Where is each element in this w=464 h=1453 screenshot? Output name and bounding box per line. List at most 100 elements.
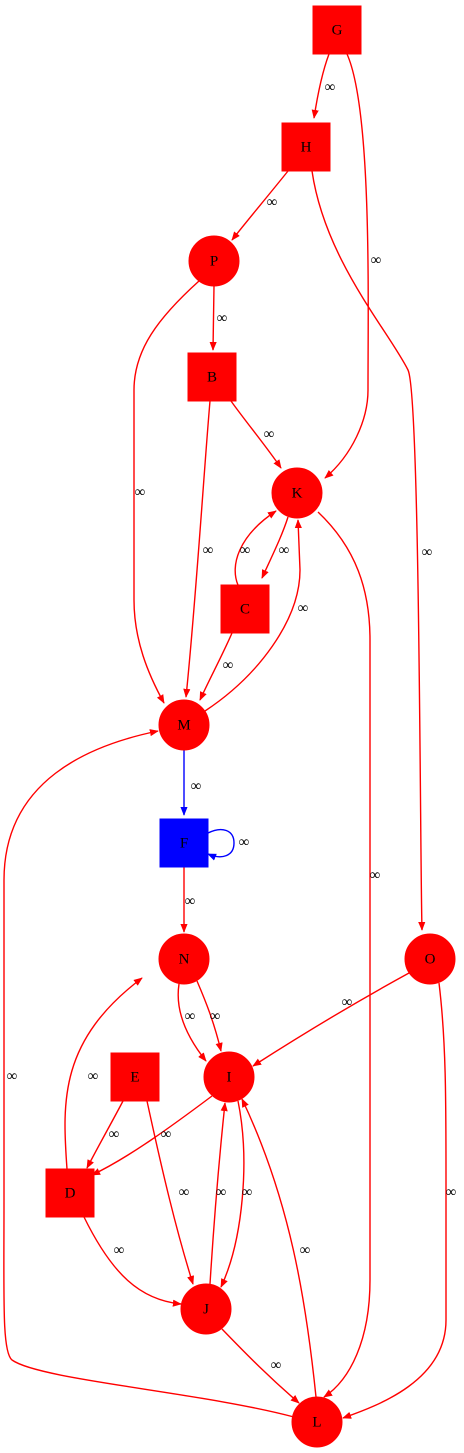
edge-label-b-to-m: ∞ — [203, 542, 214, 558]
node-k-circle — [271, 467, 323, 519]
node-label-c: C — [240, 601, 250, 617]
node-n: N — [158, 933, 210, 985]
edge-h-to-o — [311, 170, 426, 931]
edge-label-n-to-i: ∞ — [210, 1008, 221, 1024]
edge-c-to-k — [234, 510, 277, 586]
node-k: K — [271, 467, 323, 519]
edge-label-j-to-i: ∞ — [216, 1184, 227, 1200]
node-label-k: K — [292, 485, 303, 501]
edge-h-to-p — [231, 170, 289, 241]
node-o: O — [404, 933, 456, 985]
edge-p-to-m — [133, 280, 200, 704]
edge-label-e-to-j: ∞ — [161, 1126, 172, 1142]
edge-k-to-c — [261, 516, 289, 579]
edge-j-to-l — [221, 1328, 300, 1404]
edge-j-to-i — [209, 1102, 228, 1285]
node-f: F — [159, 818, 209, 868]
node-label-e: E — [130, 1069, 139, 1085]
node-p: P — [188, 235, 240, 287]
node-label-b: B — [207, 369, 217, 385]
edge-label-i-to-d: ∞ — [179, 1184, 190, 1200]
edge-m-to-k — [204, 519, 302, 712]
node-label-n: N — [179, 951, 190, 967]
edge-label-d-to-n: ∞ — [88, 1068, 99, 1084]
node-e-box — [110, 1052, 160, 1102]
edge-i-to-d — [91, 1095, 213, 1176]
edge-k-to-l — [317, 511, 371, 1398]
edge-label-c-to-m: ∞ — [223, 657, 234, 673]
edge-o-to-l — [342, 982, 447, 1419]
node-g-box — [312, 5, 362, 55]
node-g: G — [312, 5, 362, 55]
edge-label-l-to-i: ∞ — [300, 1242, 311, 1258]
edge-label-d-to-j: ∞ — [114, 1242, 125, 1258]
node-o-circle — [404, 933, 456, 985]
edge-label-g-to-h: ∞ — [325, 79, 336, 95]
edge-g-to-k — [324, 53, 369, 479]
edge-i-to-j — [220, 1100, 245, 1288]
edge-p-to-b — [209, 285, 217, 351]
edge-label-o-to-l: ∞ — [446, 1184, 457, 1200]
node-n-circle — [158, 933, 210, 985]
node-label-j: J — [203, 1301, 209, 1317]
edge-f-to-f — [207, 828, 235, 861]
node-i: I — [203, 1051, 255, 1103]
edge-l-to-i — [241, 1098, 317, 1398]
node-i-circle — [203, 1051, 255, 1103]
edge-label-m-to-f: ∞ — [191, 778, 202, 794]
node-c: C — [220, 584, 270, 634]
edge-label-p-to-m: ∞ — [135, 484, 146, 500]
edge-label-c-to-k: ∞ — [240, 542, 251, 558]
edge-label-n-to-i: ∞ — [185, 1008, 196, 1024]
edge-e-to-j — [146, 1100, 195, 1285]
node-f-box — [159, 818, 209, 868]
node-label-m: M — [177, 717, 190, 733]
node-j-circle — [180, 1283, 232, 1335]
edge-label-k-to-l: ∞ — [370, 867, 381, 883]
edge-o-to-i — [252, 972, 410, 1067]
edge-label-p-to-b: ∞ — [217, 310, 228, 326]
node-l: L — [291, 1396, 343, 1448]
node-l-circle — [291, 1396, 343, 1448]
edge-b-to-k — [230, 400, 282, 469]
node-label-d: D — [65, 1185, 76, 1201]
edge-label-b-to-k: ∞ — [264, 426, 275, 442]
node-b-box — [187, 352, 237, 402]
edge-label-e-to-d: ∞ — [109, 1126, 120, 1142]
node-label-g: G — [332, 22, 343, 38]
edge-label-o-to-i: ∞ — [342, 994, 353, 1010]
edge-label-f-to-f: ∞ — [239, 834, 250, 850]
edge-b-to-m — [183, 400, 211, 698]
edge-l-to-m — [3, 729, 295, 1418]
node-label-f: F — [180, 835, 188, 851]
node-c-box — [220, 584, 270, 634]
node-h: H — [281, 122, 331, 172]
node-m-circle — [158, 699, 210, 751]
edge-label-f-to-n: ∞ — [185, 893, 196, 909]
edge-n-to-i — [196, 980, 223, 1052]
node-d: D — [45, 1168, 95, 1218]
node-h-box — [281, 122, 331, 172]
node-label-o: O — [425, 951, 436, 967]
edge-label-j-to-l: ∞ — [271, 1357, 282, 1373]
edges-layer — [3, 53, 447, 1419]
node-m: M — [158, 699, 210, 751]
node-label-h: H — [301, 139, 312, 155]
edge-label-i-to-j: ∞ — [242, 1184, 253, 1200]
edge-label-h-to-o: ∞ — [422, 544, 433, 560]
edge-label-g-to-k: ∞ — [371, 252, 382, 268]
node-p-circle — [188, 235, 240, 287]
edge-labels-layer: ∞∞∞∞∞∞∞∞∞∞∞∞∞∞∞∞∞∞∞∞∞∞∞∞∞∞∞∞∞∞ — [7, 79, 457, 1373]
edge-d-to-j — [83, 1216, 182, 1307]
nodes-layer: G H P B K C M F N O E I D J L — [45, 5, 456, 1448]
edge-e-to-d — [86, 1100, 124, 1169]
node-d-box — [45, 1168, 95, 1218]
edge-d-to-n — [64, 977, 143, 1170]
edge-label-m-to-k: ∞ — [298, 600, 309, 616]
edge-g-to-h — [311, 53, 330, 119]
node-b: B — [187, 352, 237, 402]
edge-label-l-to-m: ∞ — [7, 1068, 18, 1084]
edge-label-k-to-c: ∞ — [279, 542, 290, 558]
node-label-l: L — [312, 1414, 321, 1430]
